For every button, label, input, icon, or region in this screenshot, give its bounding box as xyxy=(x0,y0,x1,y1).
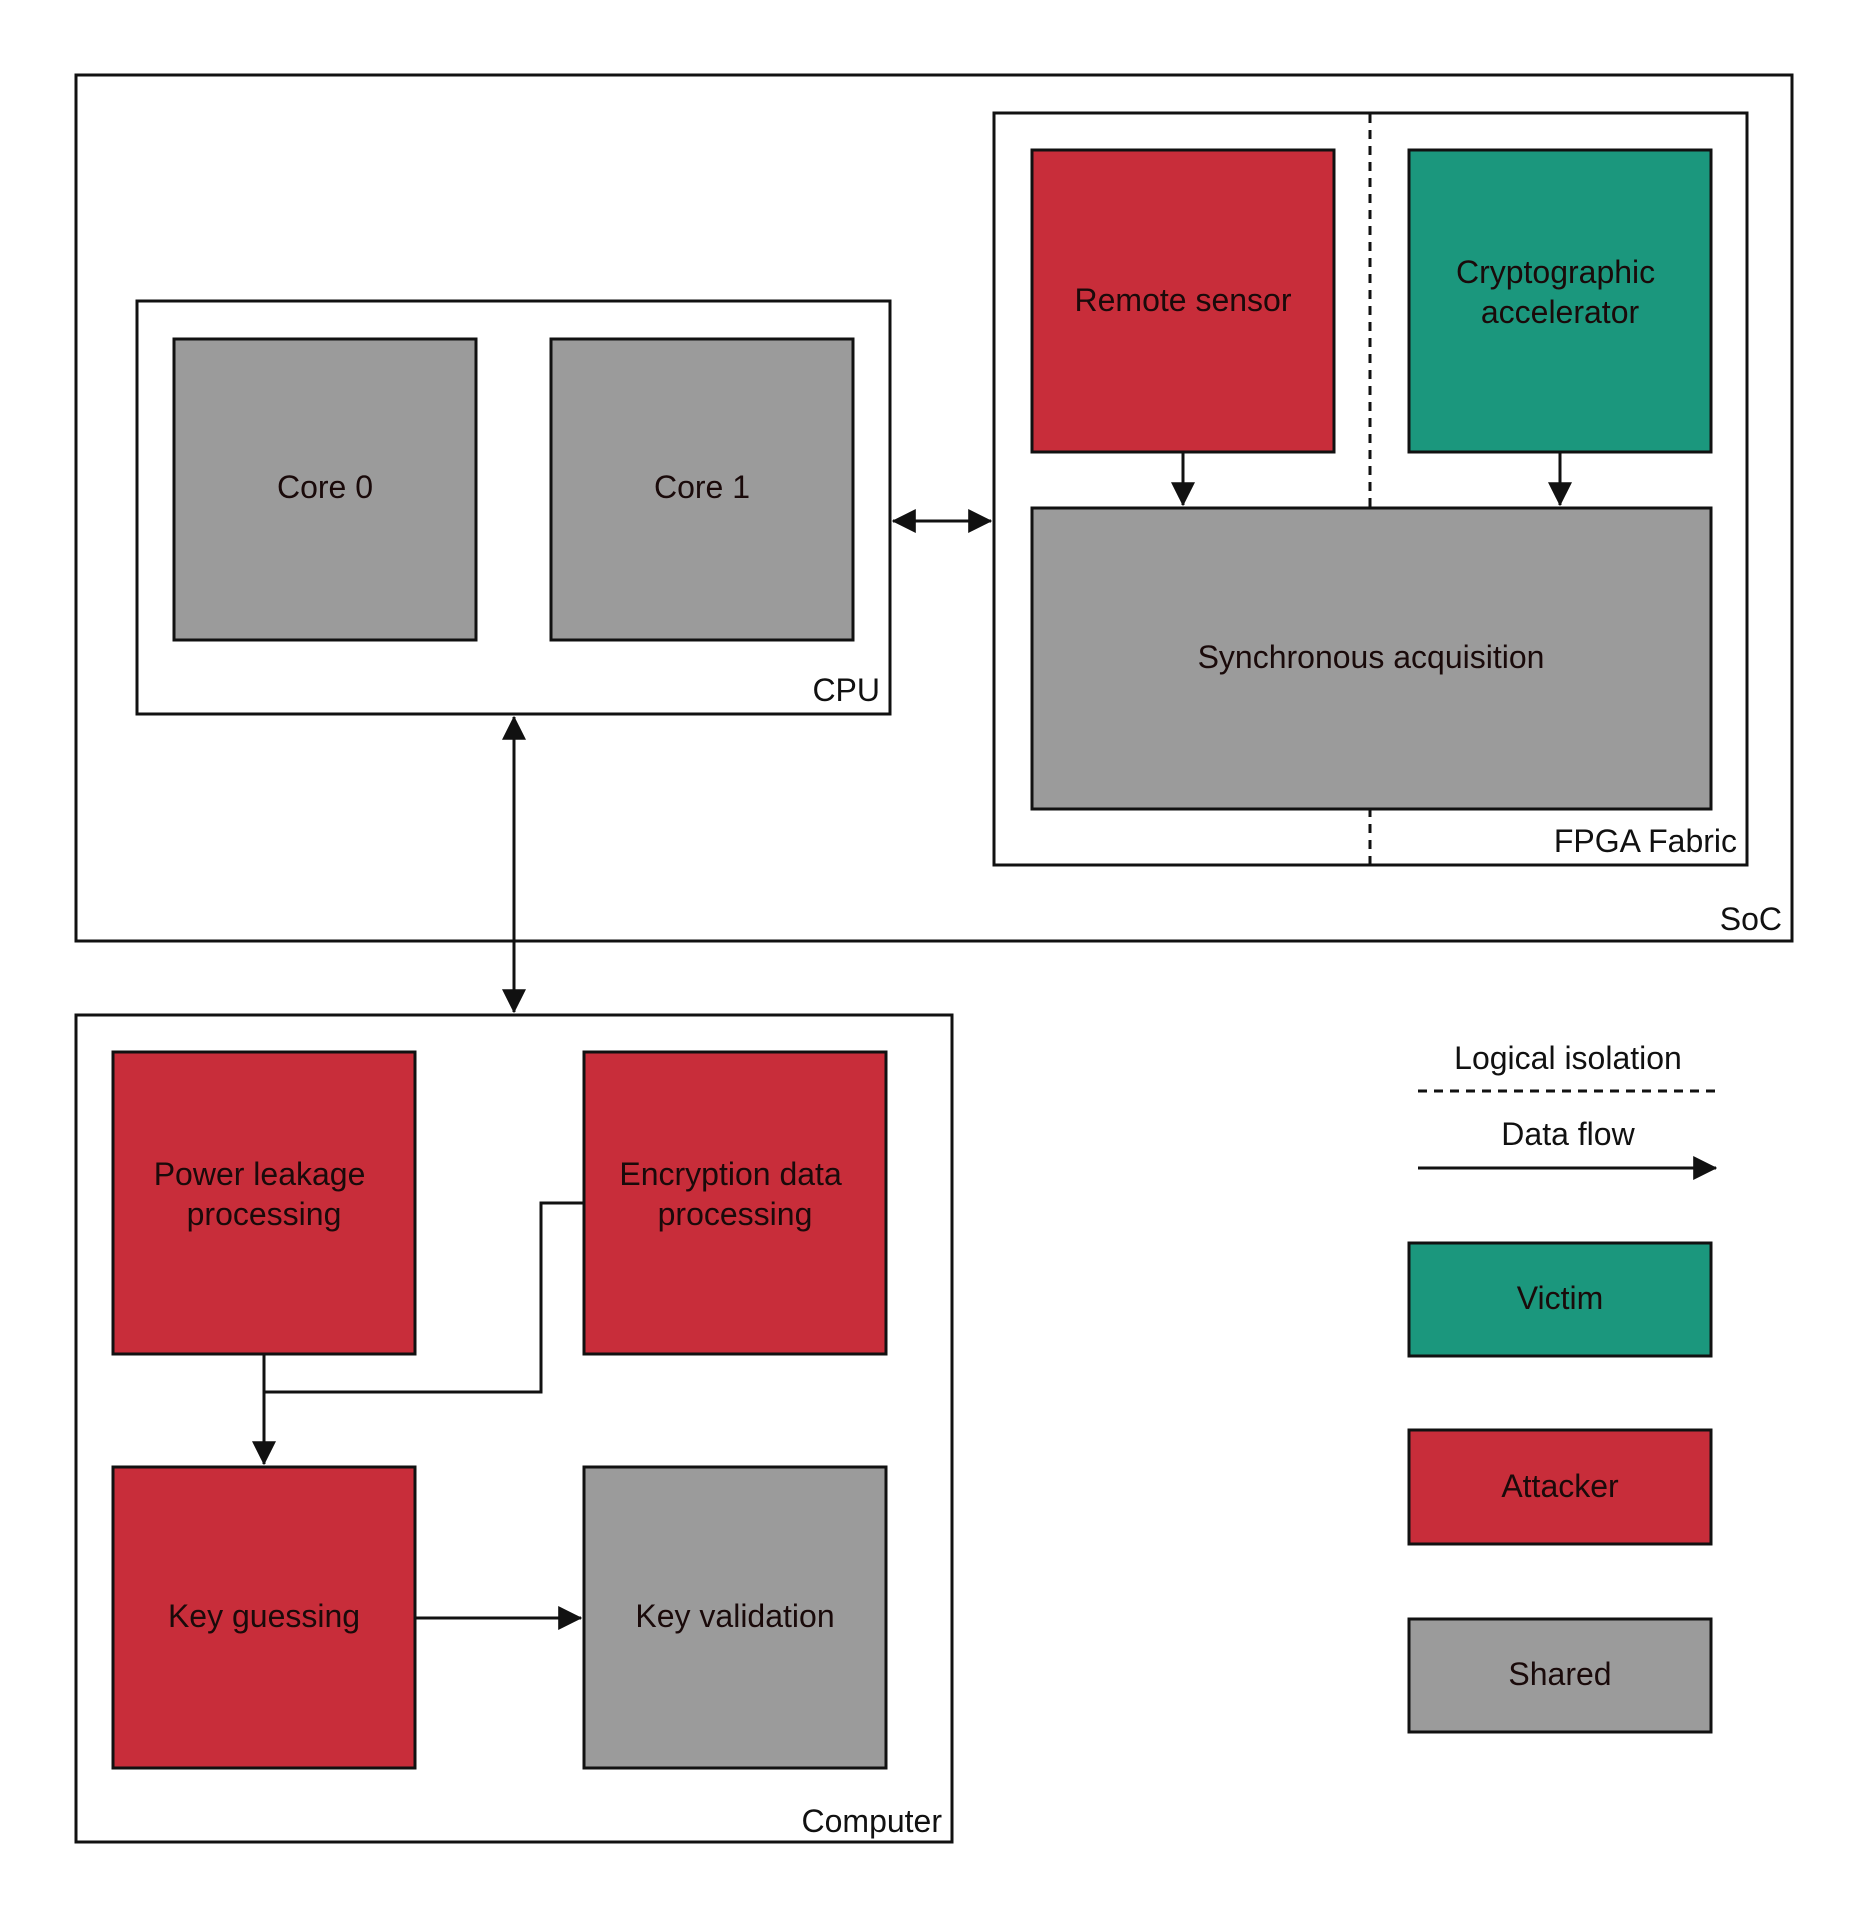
fpga-fabric-label: FPGA Fabric xyxy=(1554,823,1737,859)
encryption-data-line1: Encryption data xyxy=(619,1156,842,1192)
legend-shared: Shared xyxy=(1407,1617,1713,1734)
legend-victim-label: Victim xyxy=(1517,1280,1604,1316)
encryption-data-processing-block: Encryption data processing xyxy=(582,1050,888,1356)
connector-encryption-to-join xyxy=(264,1201,584,1394)
synchronous-acquisition-label: Synchronous acquisition xyxy=(1198,639,1545,675)
power-leakage-line2: processing xyxy=(187,1196,342,1232)
remote-sensor-label: Remote sensor xyxy=(1075,282,1292,318)
legend-shared-label: Shared xyxy=(1508,1656,1611,1692)
key-guessing-label: Key guessing xyxy=(168,1598,360,1634)
core0-block: Core 0 xyxy=(172,337,478,642)
core1-label: Core 1 xyxy=(654,469,750,505)
legend-logical-isolation-label: Logical isolation xyxy=(1454,1040,1682,1076)
key-validation-label: Key validation xyxy=(635,1598,834,1634)
soc-label: SoC xyxy=(1720,901,1782,937)
computer-label: Computer xyxy=(802,1803,943,1839)
key-validation-block: Key validation xyxy=(582,1465,888,1770)
key-guessing-block: Key guessing xyxy=(111,1465,417,1770)
crypto-accelerator-line1: Cryptographic xyxy=(1456,254,1655,290)
crypto-accelerator-block: Cryptographic accelerator xyxy=(1407,148,1713,454)
legend-attacker: Attacker xyxy=(1407,1428,1713,1546)
core0-label: Core 0 xyxy=(277,469,373,505)
legend-attacker-label: Attacker xyxy=(1501,1468,1619,1504)
crypto-accelerator-label: Cryptographic accelerator xyxy=(1456,254,1664,330)
cpu-label: CPU xyxy=(812,672,880,708)
power-leakage-line1: Power leakage xyxy=(154,1156,366,1192)
power-leakage-processing-label: Power leakage processing xyxy=(154,1156,375,1232)
crypto-accelerator-line2: accelerator xyxy=(1481,294,1640,330)
legend-data-flow-label: Data flow xyxy=(1501,1116,1635,1152)
legend: Logical isolation Data flow Victim Attac… xyxy=(1407,1040,1720,1734)
synchronous-acquisition-block: Synchronous acquisition xyxy=(1030,506,1713,811)
encryption-data-processing-label: Encryption data processing xyxy=(619,1156,850,1232)
legend-victim: Victim xyxy=(1407,1241,1713,1358)
remote-sensor-block: Remote sensor xyxy=(1030,148,1336,454)
encryption-data-line2: processing xyxy=(658,1196,813,1232)
power-leakage-processing-block: Power leakage processing xyxy=(111,1050,417,1356)
core1-block: Core 1 xyxy=(549,337,855,642)
